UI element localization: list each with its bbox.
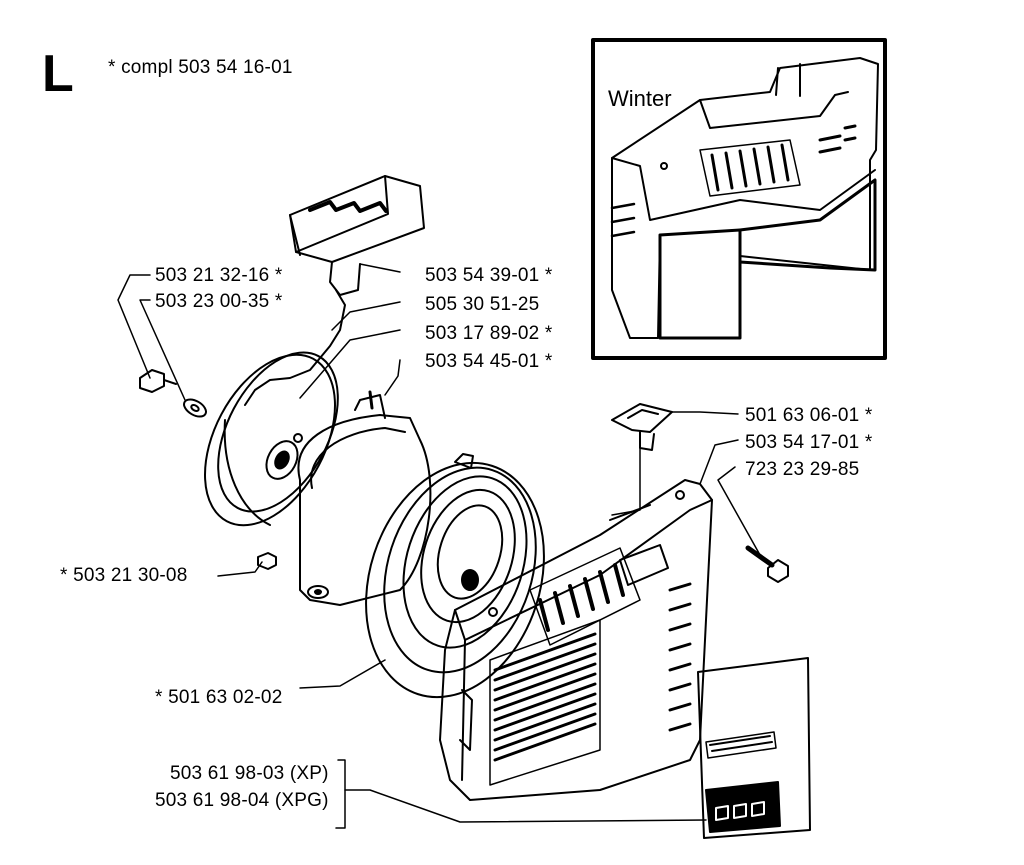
part-label-1: 503 21 32-16 * xyxy=(155,265,283,286)
part-label-7: 501 63 06-01 * xyxy=(745,405,873,426)
part-label-8: 503 54 17-01 * xyxy=(745,432,873,453)
model-decal-drawing xyxy=(697,657,811,839)
plate-screw-drawing xyxy=(257,552,277,570)
kit-note: * compl 503 54 16-01 xyxy=(108,57,293,78)
starter-plate-drawing xyxy=(297,390,432,606)
part-label-5: 503 17 89-02 * xyxy=(425,323,553,344)
part-label-9: 723 23 29-85 xyxy=(745,459,860,480)
bolt-washer-drawing xyxy=(139,369,207,418)
starter-handle-drawing xyxy=(244,175,425,406)
part-label-6: 503 54 45-01 * xyxy=(425,351,553,372)
part-label-10: * 503 21 30-08 xyxy=(60,565,188,586)
winter-cover-inset-drawing xyxy=(610,57,879,340)
part-label-4: 505 30 51-25 xyxy=(425,294,540,315)
leader-lines xyxy=(117,263,761,829)
part-label-12: 503 61 98-03 (XP) xyxy=(170,763,329,784)
rubber-plug-drawing xyxy=(611,403,673,451)
part-label-3: 503 54 39-01 * xyxy=(425,265,553,286)
part-label-11: * 501 63 02-02 xyxy=(155,687,283,708)
starter-cover-drawing xyxy=(439,479,713,801)
part-label-13: 503 61 98-04 (XPG) xyxy=(155,790,329,811)
cover-bolt-drawing xyxy=(745,545,789,583)
section-letter: L xyxy=(42,45,74,103)
inset-title: Winter xyxy=(608,86,672,111)
part-label-2: 503 23 00-35 * xyxy=(155,291,283,312)
recoil-spring-drawing xyxy=(365,453,545,699)
pulley-drawing xyxy=(204,351,339,527)
